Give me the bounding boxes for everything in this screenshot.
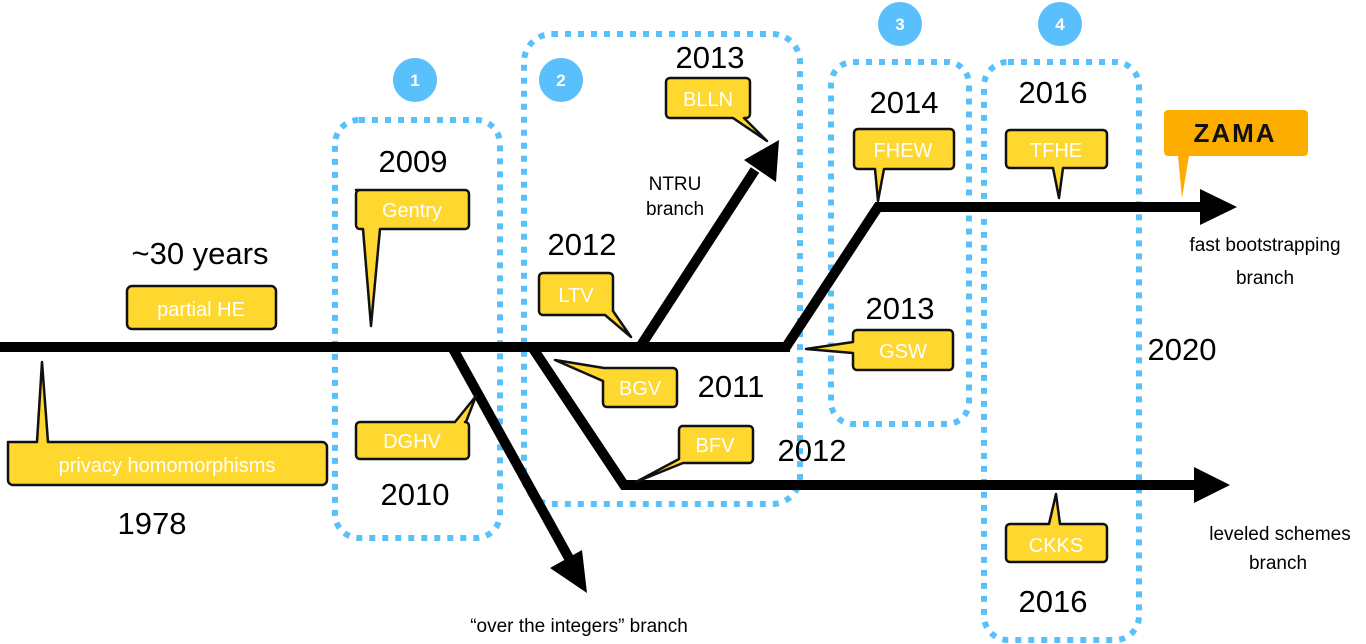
tag-ltv: LTV: [537, 271, 633, 339]
ntru-arrowhead: [744, 140, 779, 182]
year-1978: 1978: [118, 506, 187, 541]
badge-number: 1: [410, 71, 419, 90]
fast-branch-label-line1: fast bootstrapping: [1189, 235, 1340, 256]
tag-privacy-homomorphisms: privacy homomorphisms: [6, 360, 329, 487]
tag-label: LTV: [558, 285, 594, 307]
tag-ckks: CKKS: [1004, 492, 1109, 564]
tag-fhew: FHEW: [852, 127, 956, 203]
badge-number: 4: [1055, 15, 1065, 34]
year-ltv: 2012: [548, 227, 617, 262]
zama-logo: ZAMA: [1193, 118, 1276, 148]
year-fhew: 2014: [870, 85, 939, 120]
group-box-4: [981, 59, 1142, 643]
leveled-branch-label-line1: leveled schemes: [1209, 524, 1351, 545]
year-bfv: 2012: [778, 433, 847, 468]
fast-bootstrapping-line: [781, 202, 1205, 350]
fast-branch-label-line2: branch: [1236, 268, 1294, 289]
tag-dghv: DGHV: [354, 394, 478, 461]
group-box-2: [521, 31, 803, 507]
year-ckks: 2016: [1019, 584, 1088, 619]
group-box-1: [332, 117, 503, 541]
year-gentry: 2009: [379, 144, 448, 179]
tag-label: Gentry: [382, 200, 442, 222]
tag-gentry: Gentry: [354, 188, 471, 328]
tag-label: BFV: [696, 435, 736, 457]
tag-zama: ZAMA: [1164, 110, 1308, 198]
tag-label: DGHV: [383, 431, 441, 453]
year-gsw: 2013: [866, 291, 935, 326]
tag-bgv: BGV: [553, 358, 679, 409]
tag-partial-he: partial HE: [125, 284, 278, 331]
tag-label: privacy homomorphisms: [59, 455, 276, 477]
ntru-branch-line: [635, 167, 760, 350]
tag-label: FHEW: [874, 140, 933, 162]
integers-arrowhead: [550, 550, 587, 593]
year-tfhe: 2016: [1019, 75, 1088, 110]
tag-label: TFHE: [1030, 140, 1082, 162]
group-badge-3: 3: [878, 2, 922, 46]
tag-label: BLLN: [683, 89, 733, 111]
tag-label: partial HE: [157, 299, 245, 321]
year-bgv: 2011: [698, 369, 765, 404]
group-badge-2: 2: [539, 58, 583, 102]
badge-number: 3: [895, 15, 904, 34]
era-label-30-years: ~30 years: [131, 236, 268, 271]
ntru-branch-label-line1: NTRU: [649, 174, 702, 195]
group-box-3: [828, 59, 972, 427]
tag-blln: BLLN: [664, 76, 769, 143]
tag-tfhe: TFHE: [1004, 128, 1109, 200]
tag-label: GSW: [879, 341, 927, 363]
integers-branch-line: [447, 344, 575, 563]
year-blln: 2013: [676, 40, 745, 75]
leveled-arrowhead: [1194, 467, 1230, 503]
badge-number: 2: [556, 71, 565, 90]
tag-label: BGV: [619, 378, 662, 400]
group-badge-1: 1: [393, 58, 437, 102]
integers-branch-label: “over the integers” branch: [470, 616, 688, 637]
year-dghv: 2010: [381, 477, 450, 512]
fast-bootstrapping-arrowhead: [1200, 189, 1237, 225]
leveled-branch-line: [527, 344, 1200, 490]
tag-bfv: BFV: [634, 424, 755, 484]
leveled-branch-label-line2: branch: [1249, 553, 1307, 574]
year-2020: 2020: [1148, 332, 1217, 367]
ntru-branch-label-line2: branch: [646, 199, 704, 220]
tag-label: CKKS: [1029, 535, 1083, 557]
group-badge-4: 4: [1038, 2, 1082, 46]
tag-gsw: GSW: [804, 328, 955, 372]
